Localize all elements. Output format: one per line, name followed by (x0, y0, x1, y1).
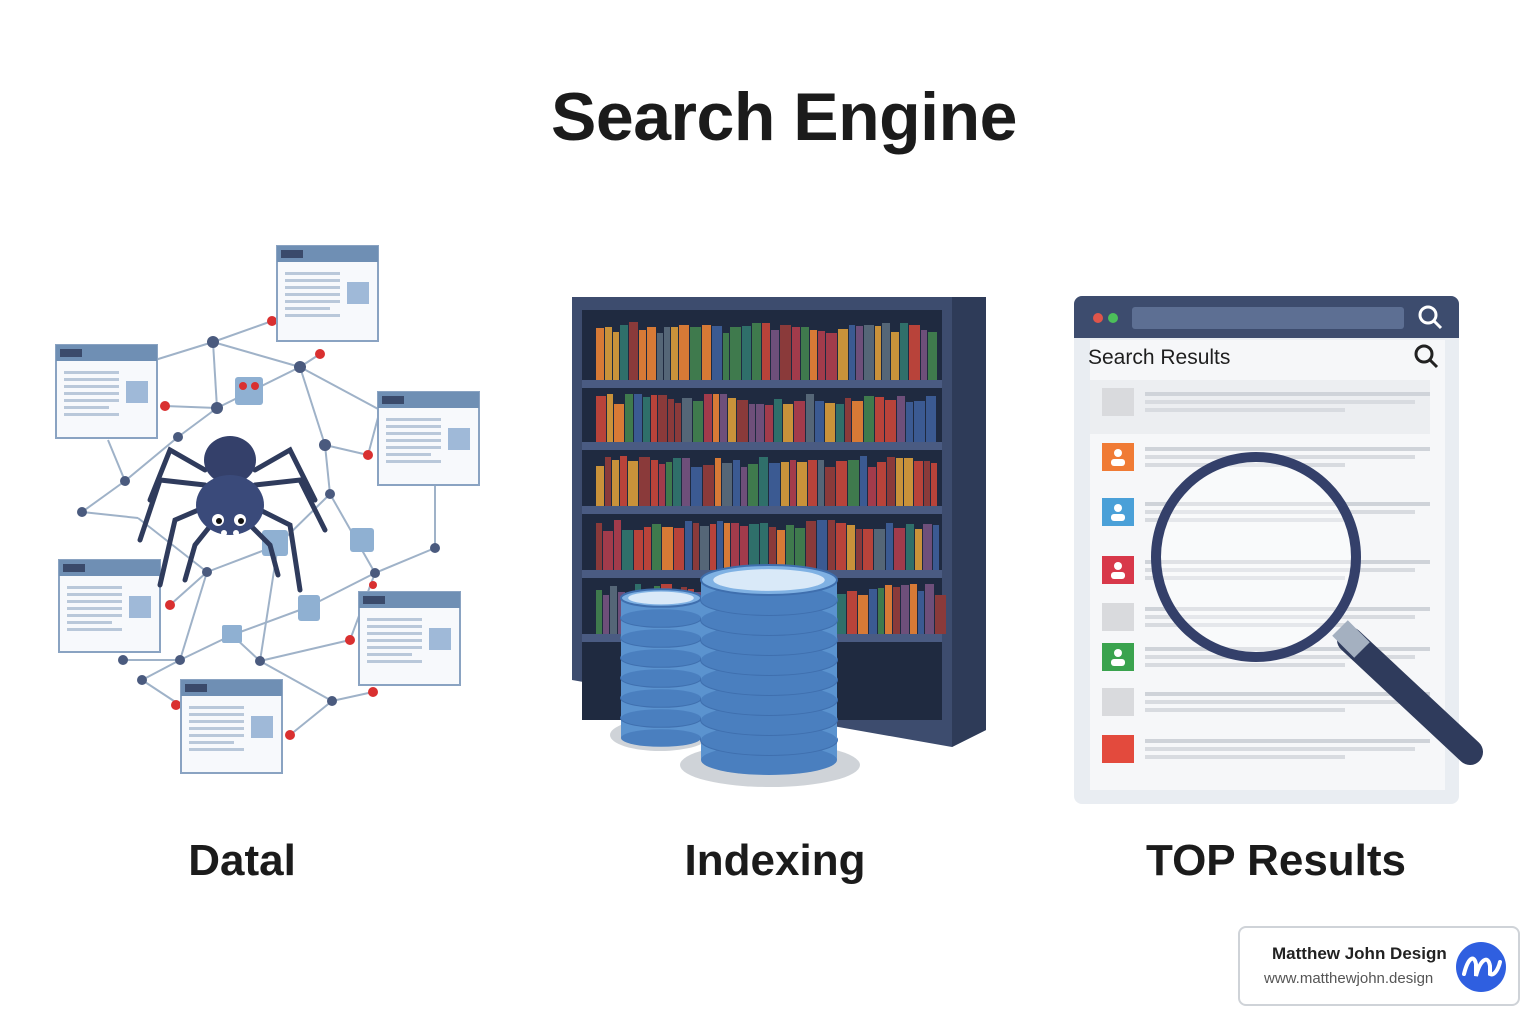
stage-label-indexing: Indexing (684, 836, 866, 885)
credit-badge: Matthew John Design www.matthewjohn.desi… (1238, 926, 1520, 1006)
badge-name: Matthew John Design (1272, 944, 1447, 963)
results-heading: Search Results (1088, 346, 1230, 369)
search-icon (1418, 305, 1443, 330)
page-title: Search Engine (551, 79, 1017, 155)
mjd-logo-icon (1456, 942, 1506, 992)
search-icon (1414, 344, 1439, 369)
stage-label-datal: Datal (188, 836, 296, 885)
spider-web-crawler-icon (55, 245, 480, 774)
badge-url: www.matthewjohn.design (1264, 970, 1434, 987)
search-results-magnifier-icon: Search Results (1074, 296, 1483, 804)
stage-label-top-results: TOP Results (1145, 836, 1407, 885)
magnifier-icon (1151, 452, 1483, 765)
bookshelf-database-icon (572, 297, 986, 787)
